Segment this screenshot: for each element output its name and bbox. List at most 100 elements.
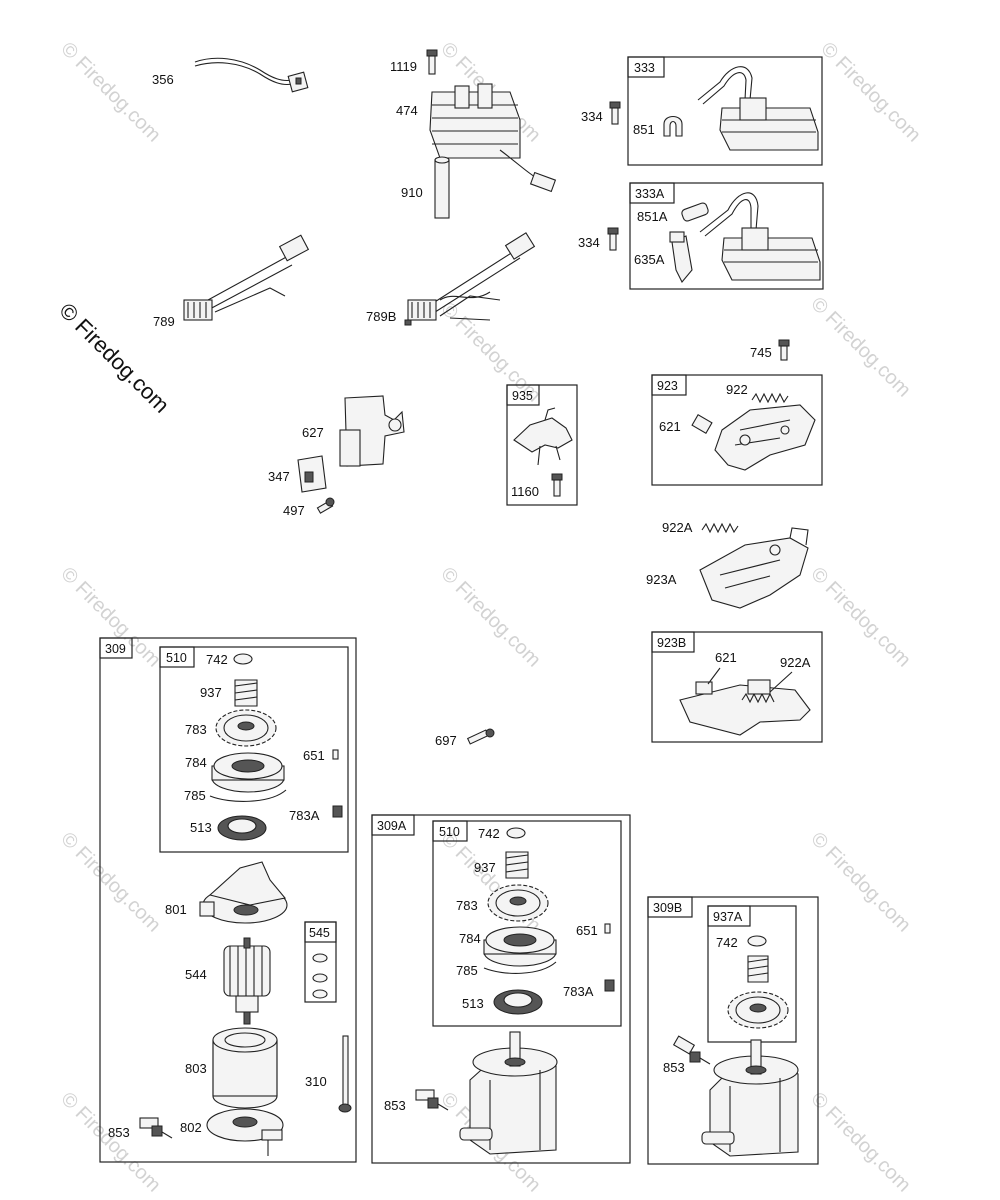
part-922A-spring bbox=[701, 522, 739, 534]
watermark: © Firedog.com bbox=[56, 828, 165, 937]
label-347: 347 bbox=[268, 469, 290, 484]
label-922A: 922A bbox=[780, 655, 811, 670]
label-789: 789 bbox=[153, 314, 175, 329]
watermark-layer: © Firedog.com © Firedog.com © Firedog.co… bbox=[54, 38, 925, 1197]
group-333-frame bbox=[627, 56, 823, 166]
part-937-spring bbox=[234, 679, 258, 707]
part-783-pinion-gear bbox=[215, 709, 277, 747]
label-802: 802 bbox=[180, 1120, 202, 1135]
group-923B-frame bbox=[651, 631, 823, 743]
label-853: 853 bbox=[663, 1060, 685, 1075]
part-803-housing bbox=[212, 1027, 278, 1109]
label-621: 621 bbox=[659, 419, 681, 434]
label-783A: 783A bbox=[289, 808, 320, 823]
part-784-clutch-housing bbox=[483, 926, 557, 967]
label-922: 922 bbox=[726, 382, 748, 397]
label-801: 801 bbox=[165, 902, 187, 917]
group-309-frame bbox=[99, 637, 357, 1163]
label-937: 937 bbox=[474, 860, 496, 875]
label-334: 334 bbox=[578, 235, 600, 250]
label-922A: 922A bbox=[662, 520, 693, 535]
watermark: © Firedog.com bbox=[806, 828, 915, 937]
part-851A-connector bbox=[681, 202, 709, 222]
part-1119-screw bbox=[426, 49, 438, 75]
part-785-retainer bbox=[209, 789, 287, 802]
label-937: 937 bbox=[200, 685, 222, 700]
label-803: 803 bbox=[185, 1061, 207, 1076]
part-922-spring bbox=[751, 392, 789, 404]
group-333-label: 333 bbox=[634, 61, 655, 75]
part-937-spring bbox=[505, 851, 529, 879]
label-1160: 1160 bbox=[511, 484, 539, 499]
part-742-washer bbox=[233, 653, 253, 665]
label-783A: 783A bbox=[563, 984, 594, 999]
part-742-washer bbox=[506, 827, 526, 839]
label-635A: 635A bbox=[634, 252, 665, 267]
part-545-washers bbox=[312, 953, 328, 999]
label-1119: 1119 bbox=[390, 59, 417, 74]
label-789B: 789B bbox=[366, 309, 396, 324]
group-935-label: 935 bbox=[512, 389, 533, 403]
part-783-pinion-gear bbox=[487, 884, 549, 922]
group-510-label: 510 bbox=[439, 825, 460, 839]
part-333-ignition-coil bbox=[697, 66, 819, 151]
group-510-label: 510 bbox=[166, 651, 187, 665]
part-789-harness bbox=[183, 234, 310, 321]
label-544: 544 bbox=[185, 967, 207, 982]
part-356-wire bbox=[194, 57, 309, 93]
label-784: 784 bbox=[459, 931, 481, 946]
part-937A-pinion-gear bbox=[727, 991, 789, 1029]
label-910: 910 bbox=[401, 185, 423, 200]
part-651-pin bbox=[604, 923, 611, 934]
part-635A-boot bbox=[669, 231, 693, 283]
watermark: © Firedog.com bbox=[816, 38, 925, 147]
part-783A-cap bbox=[604, 979, 615, 992]
part-801-end-cap bbox=[199, 861, 288, 924]
watermark: © Firedog.com bbox=[56, 1088, 165, 1197]
label-851: 851 bbox=[633, 122, 655, 137]
group-545-label: 545 bbox=[309, 926, 330, 940]
label-853: 853 bbox=[384, 1098, 406, 1113]
part-910-spacer bbox=[434, 156, 450, 219]
group-309A-label: 309A bbox=[377, 819, 407, 833]
group-937A-label: 937A bbox=[713, 910, 743, 924]
part-334-screw bbox=[609, 101, 621, 125]
part-851-clip bbox=[663, 115, 683, 137]
part-627-bracket bbox=[339, 395, 405, 467]
part-783A-cap bbox=[332, 805, 343, 818]
part-853-connector bbox=[415, 1089, 449, 1111]
part-802-brush-plate bbox=[206, 1108, 284, 1156]
label-621: 621 bbox=[715, 650, 737, 665]
part-513-drive-nut bbox=[493, 989, 543, 1015]
label-853: 853 bbox=[108, 1125, 130, 1140]
part-785-retainer bbox=[483, 961, 557, 974]
label-785: 785 bbox=[456, 963, 478, 978]
label-513: 513 bbox=[190, 820, 212, 835]
part-309B-starter-motor bbox=[701, 1039, 799, 1157]
label-783: 783 bbox=[185, 722, 207, 737]
group-923-frame bbox=[651, 374, 823, 486]
part-1160-screw bbox=[551, 473, 563, 497]
part-745-screw bbox=[778, 339, 790, 361]
label-497: 497 bbox=[283, 503, 305, 518]
part-474-armature bbox=[429, 83, 557, 193]
part-923-governor-bracket bbox=[714, 404, 816, 471]
label-697: 697 bbox=[435, 733, 457, 748]
watermark: © Firedog.com bbox=[806, 1088, 915, 1197]
part-937A-spring bbox=[747, 955, 769, 983]
group-309A-frame bbox=[371, 814, 631, 1164]
group-923-label: 923 bbox=[657, 379, 678, 393]
part-621-clip bbox=[691, 414, 713, 434]
label-356: 356 bbox=[152, 72, 174, 87]
label-513: 513 bbox=[462, 996, 484, 1011]
watermark: © Firedog.com bbox=[56, 38, 165, 147]
group-923B-label: 923B bbox=[657, 636, 686, 650]
part-309A-starter-motor bbox=[459, 1031, 558, 1155]
part-651-pin bbox=[332, 749, 339, 760]
watermark: © Firedog.com bbox=[806, 293, 915, 402]
label-745: 745 bbox=[750, 345, 772, 360]
part-853-connector bbox=[139, 1117, 173, 1139]
label-651: 651 bbox=[576, 923, 598, 938]
part-697-screw bbox=[466, 728, 495, 745]
group-510-frame bbox=[159, 646, 349, 853]
